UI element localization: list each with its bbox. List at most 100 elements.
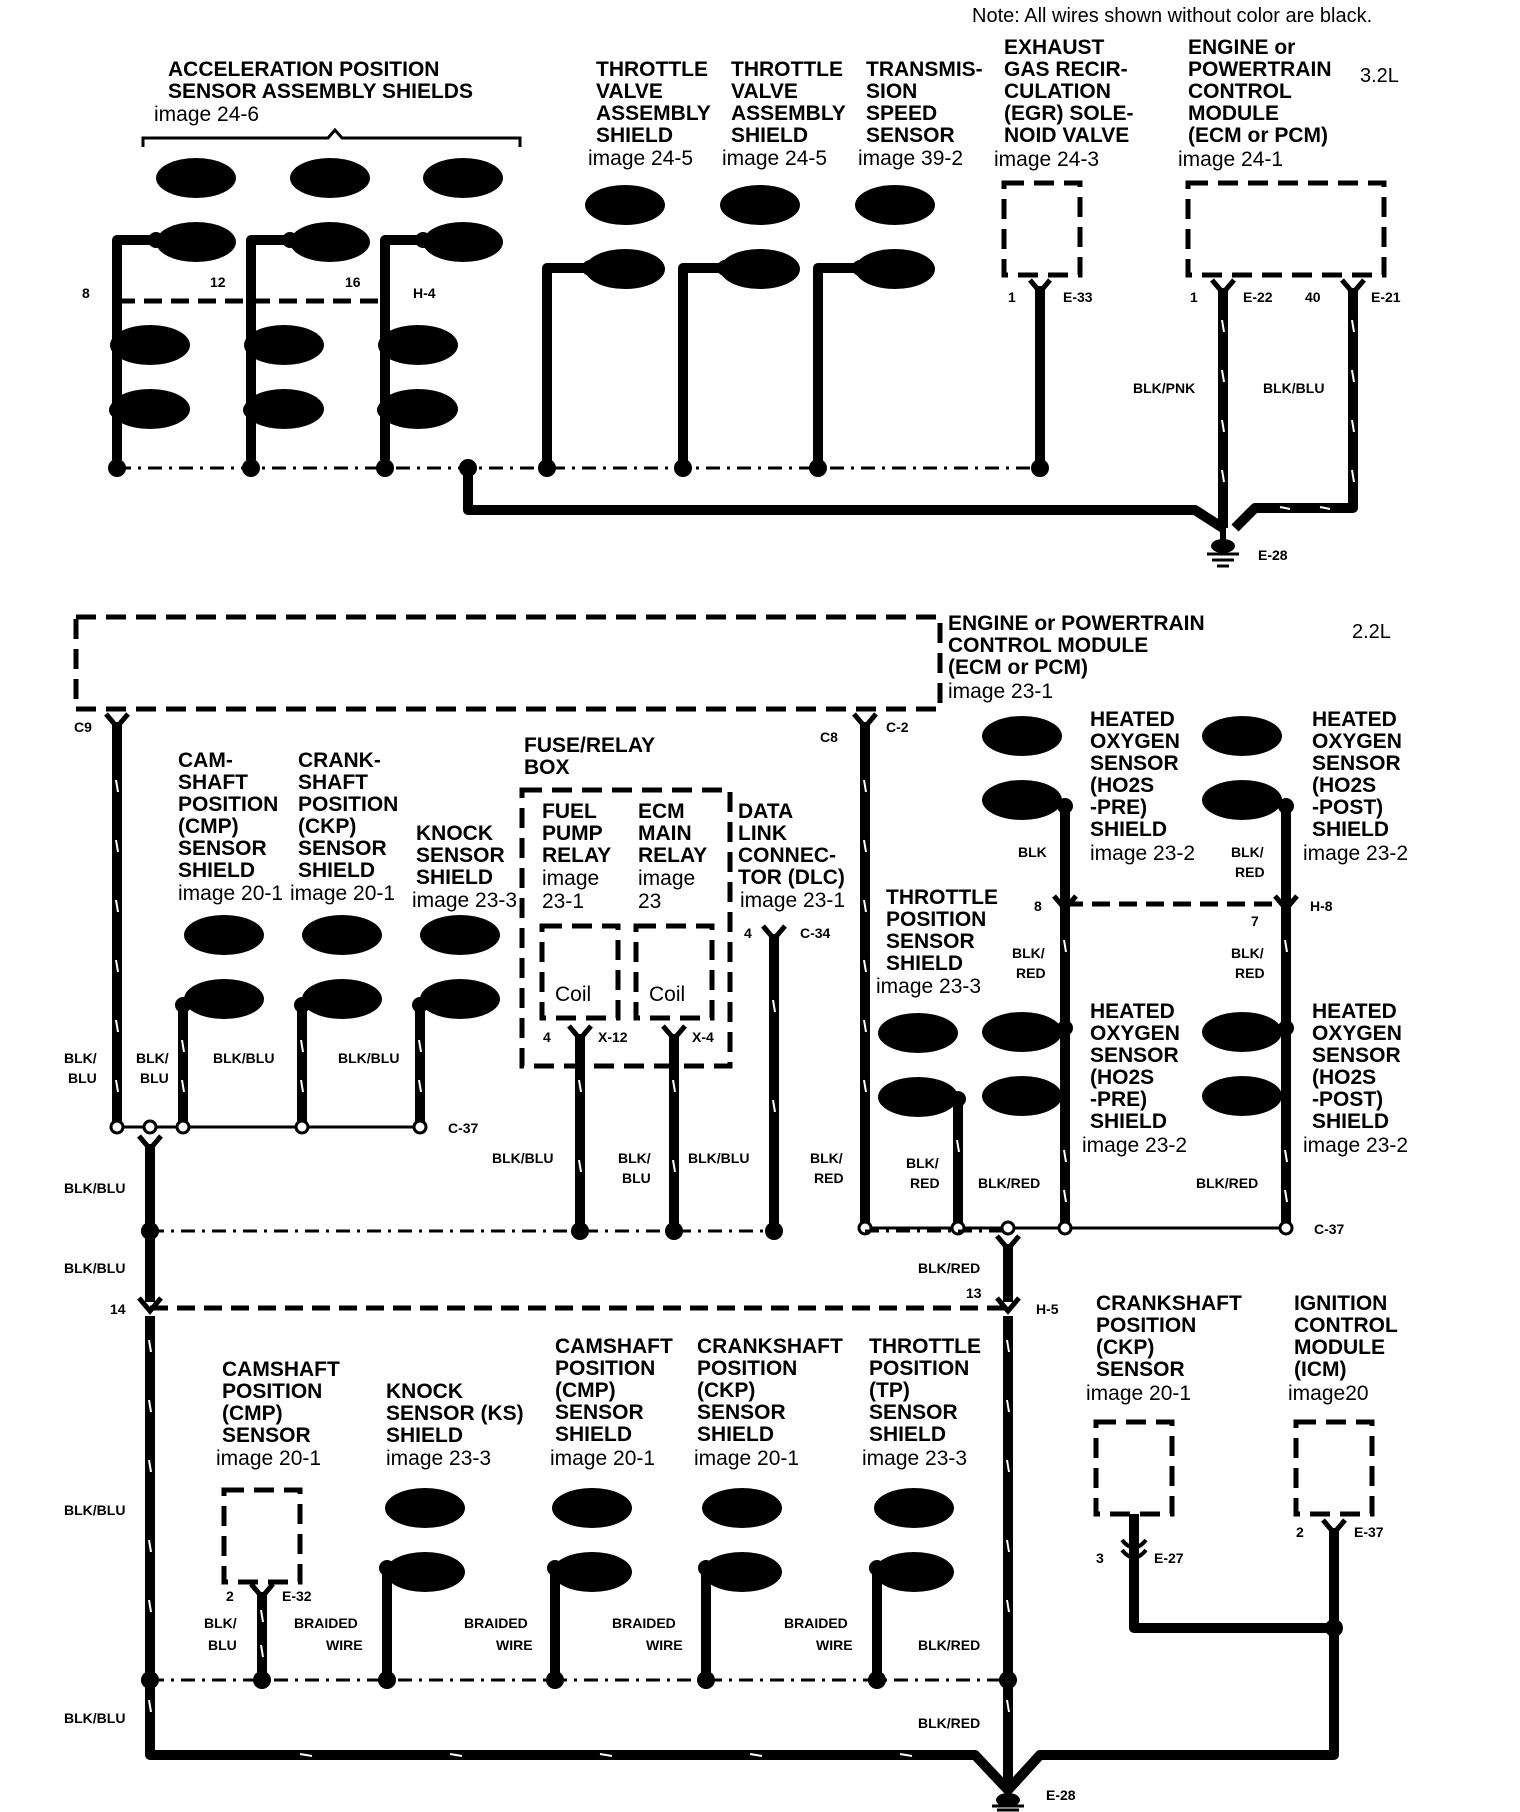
label-line: THROTTLE: [886, 886, 998, 909]
label-line: KNOCK: [416, 822, 493, 845]
connector-label: C-37: [1314, 1221, 1345, 1237]
connector-label: C-37: [448, 1120, 479, 1136]
pin-label: 1: [1008, 289, 1016, 305]
wire-color-label: BLK/PNK: [1133, 380, 1195, 396]
label-line: EXHAUST: [1004, 36, 1105, 59]
aps-title: ACCELERATION POSITION SENSOR ASSEMBLY SH…: [154, 58, 473, 126]
wire-color-label: BLK/BLU: [64, 1180, 125, 1196]
label-line: HEATED: [1090, 708, 1175, 731]
wire-stripes: [115, 779, 1288, 1203]
fuel-pump-relay-coil-box: [539, 923, 621, 1021]
label-line: SHAFT: [298, 771, 368, 794]
note-text: Note: All wires shown without color are …: [972, 5, 1372, 27]
aps-dots: [109, 232, 431, 418]
h8-connector-mark: [1052, 894, 1078, 913]
connector-label: H-5: [1036, 1301, 1059, 1317]
ho2s-dots: [1057, 798, 1294, 1036]
pin-label: 4: [744, 925, 752, 941]
label-line: POSITION: [298, 793, 398, 816]
aps-title-line: ACCELERATION POSITION: [168, 58, 439, 81]
pin-label: 2: [226, 1588, 234, 1604]
ground-symbol-bottom: [992, 1790, 1024, 1812]
tv1-label: THROTTLE VALVE ASSEMBLY SHIELD image 24-…: [588, 58, 711, 170]
label-line: -POST): [1312, 796, 1383, 819]
label-line: SHAFT: [178, 771, 248, 794]
label-line: CAMSHAFT: [555, 1335, 673, 1358]
image-ref: image 20-1: [216, 1447, 321, 1470]
label-line: SHIELD: [697, 1423, 774, 1446]
wire-color-label: BLK/BLU: [64, 1710, 125, 1726]
label-line: SHIELD: [416, 866, 493, 889]
connector-label: C-34: [800, 925, 831, 941]
image-ref: image20: [1288, 1382, 1369, 1405]
ground-symbol-top: [1207, 528, 1239, 568]
connector-label: E-22: [1243, 289, 1273, 305]
icm-label: IGNITION CONTROL MODULE (ICM) image20: [1288, 1292, 1398, 1405]
wire-color-label: BLK/RED: [1196, 1175, 1258, 1191]
e37-connector-mark: [1321, 1518, 1347, 1537]
label-line: SHIELD: [1090, 1110, 1167, 1133]
label-line: SHIELD: [386, 1424, 463, 1447]
ks-shield-label: KNOCK SENSOR SHIELD image 23-3: [412, 822, 517, 912]
tv2-dot: [717, 260, 733, 276]
pin-label: 3: [1096, 1550, 1104, 1566]
label-line: LINK: [738, 822, 787, 845]
ecm-wire-blk-blu: [1231, 288, 1358, 532]
label-line: SENSOR: [1096, 1358, 1185, 1381]
image-ref: image 23-2: [1303, 1134, 1408, 1157]
image-ref: image 20-1: [1086, 1382, 1191, 1405]
tp-sensor-shield-2: [874, 1488, 954, 1592]
cmp-shield2-dot: [547, 1560, 563, 1576]
ho2s-post-shield-upper: [1202, 716, 1282, 820]
braided-label: WIRE: [816, 1637, 853, 1653]
c8-connector-mark: [852, 712, 878, 731]
label-line: image: [542, 867, 599, 890]
ground-label: E-28: [1046, 1787, 1076, 1803]
ground-label: E-28: [1258, 547, 1288, 563]
pin-label: 2: [1296, 1524, 1304, 1540]
icm-ground-wire: [1004, 1528, 1339, 1794]
label-line: SHIELD: [1312, 818, 1389, 841]
c37-left-dots: [109, 1119, 428, 1135]
wire-color-label: BLK/RED: [978, 1175, 1040, 1191]
image-ref: image 23-2: [1303, 842, 1408, 865]
icm-box: [1293, 1419, 1375, 1517]
image-ref: image 23-1: [948, 680, 1053, 703]
label-line: HEATED: [1312, 708, 1397, 731]
image-ref: image 24-5: [722, 147, 827, 170]
c9-connector-mark: [104, 712, 130, 731]
ckp-sensor-shield-2: [702, 1488, 782, 1592]
tp-shield: [878, 1013, 958, 1117]
label-line: POSITION: [222, 1380, 322, 1403]
image-ref: image 24-1: [1178, 148, 1283, 171]
ho2s-pre-shield-lower: [982, 1012, 1062, 1116]
lower-bus-dots: [141, 1671, 1017, 1689]
label-line: (ECM or PCM): [948, 656, 1088, 679]
pin-label: 12: [210, 274, 226, 290]
label-line: SENSOR: [869, 1401, 958, 1424]
top-ground-wire: [463, 468, 1226, 533]
label-line: SHIELD: [1312, 1110, 1389, 1133]
ho2s-post-upper-label: HEATED OXYGEN SENSOR (HO2S -POST) SHIELD…: [1303, 708, 1408, 865]
label-line: VALVE: [596, 80, 663, 103]
label-line: (CMP): [178, 815, 239, 838]
label-line: OXYGEN: [1312, 730, 1402, 753]
egr-label: EXHAUST GAS RECIR- CULATION (EGR) SOLE- …: [994, 36, 1134, 171]
image-ref: image 24-5: [588, 147, 693, 170]
wire-color-label: RED: [814, 1170, 844, 1186]
label-line: PUMP: [542, 822, 603, 845]
pin-label: 16: [345, 274, 361, 290]
label-line: -POST): [1312, 1088, 1383, 1111]
h5-connector-mark: [137, 1296, 163, 1315]
label-line: (TP): [869, 1379, 910, 1402]
label-line: OXYGEN: [1090, 1022, 1180, 1045]
egr-component-box: [1001, 180, 1083, 278]
ks-sensor-label: KNOCK SENSOR (KS) SHIELD image 23-3: [386, 1380, 524, 1470]
image-ref: image 23-3: [862, 1447, 967, 1470]
wire-color-label: RED: [1235, 965, 1265, 981]
label-line: CONNEC-: [738, 844, 836, 867]
label-line: TOR (DLC): [738, 866, 845, 889]
ho2s-pre-upper-label: HEATED OXYGEN SENSOR (HO2S -PRE) SHIELD …: [1090, 708, 1195, 865]
